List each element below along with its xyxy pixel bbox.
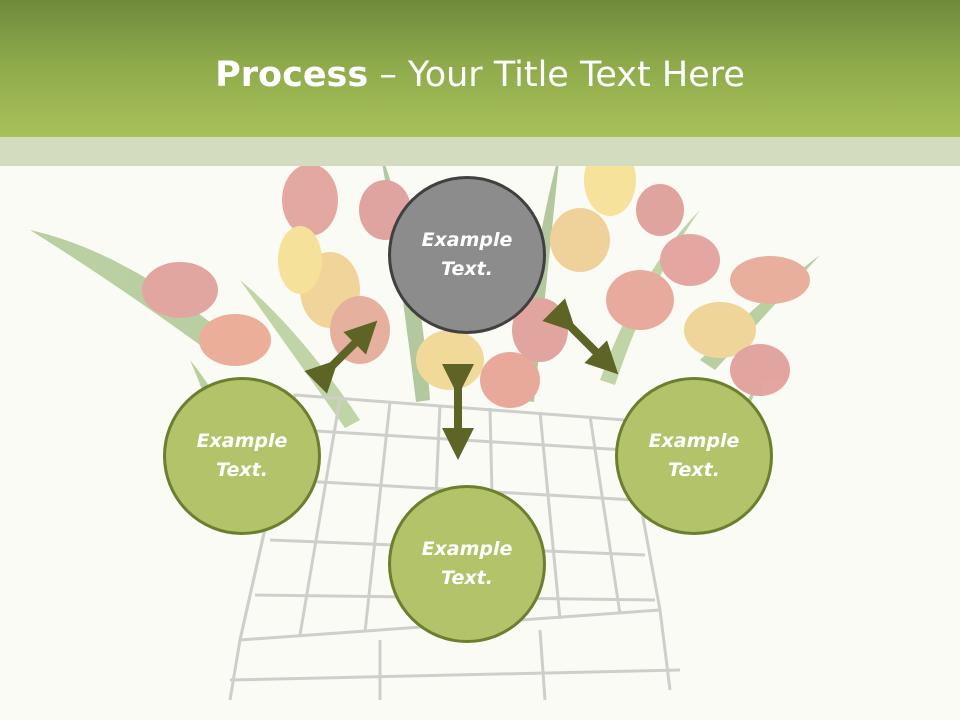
- node-top-line1: Example: [421, 229, 513, 251]
- node-left-line2: Text.: [216, 459, 268, 481]
- node-left-line1: Example: [196, 430, 288, 452]
- page-title: Process – Your Title Text Here: [0, 52, 960, 98]
- node-right-line1: Example: [648, 430, 740, 452]
- title-bold: Process: [215, 55, 369, 95]
- node-bottom-line2: Text.: [441, 567, 493, 589]
- node-bottom-line1: Example: [421, 538, 513, 560]
- title-rest: Your Title Text Here: [407, 55, 745, 95]
- header-bar: [0, 0, 960, 137]
- double-arrow-icon: [304, 320, 378, 394]
- double-arrow-icon: [542, 298, 619, 375]
- node-top-line2: Text.: [441, 258, 493, 280]
- header-underline-band: [0, 137, 960, 166]
- title-dash: –: [368, 55, 408, 95]
- node-right-line2: Text.: [668, 459, 720, 481]
